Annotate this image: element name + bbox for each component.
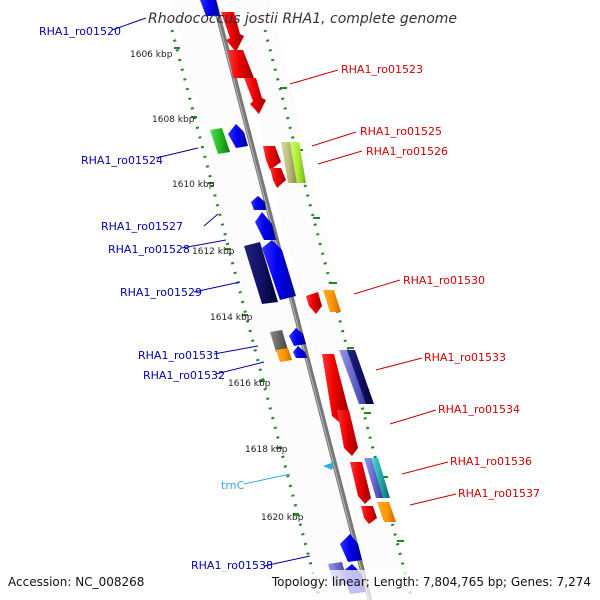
gene-label-ro01525[interactable]: RHA1_ro01525 <box>360 125 442 138</box>
gene-rect-ro01536-teal <box>371 458 390 498</box>
left-ruler-dots <box>170 29 322 600</box>
gene-arrow-ro01527 <box>251 196 266 210</box>
gene-arrow-top-red <box>221 12 244 52</box>
ruler-label: 1612 kbp <box>192 247 235 257</box>
gene-label-ro01524[interactable]: RHA1_ro01524 <box>81 154 163 167</box>
gene-arrow-ro01531 <box>289 328 306 346</box>
gene-arrow-ro01529 <box>262 240 296 300</box>
footer-accession: Accession: NC_008268 <box>8 575 144 589</box>
gene-arrow-ro01537 <box>361 506 377 524</box>
gene-arrow-ro01532 <box>293 346 307 358</box>
gene-rect-ro01537-orange <box>377 502 396 522</box>
trna-marker <box>323 462 334 470</box>
forward-strand-genes <box>221 12 396 524</box>
ruler-label: 1614 kbp <box>210 313 253 323</box>
gene-label-ro01538[interactable]: RHA1_ro01538 <box>191 559 273 572</box>
gene-label-ro01520[interactable]: RHA1_ro01520 <box>39 25 121 38</box>
gene-arrow-ro01538-a <box>340 534 362 562</box>
gene-arrow-ro01525-b <box>270 168 286 188</box>
gene-rect-ro01526-olive <box>281 142 297 183</box>
gene-rect-ro01532-orange <box>276 348 292 362</box>
gene-label-ro01526[interactable]: RHA1_ro01526 <box>366 145 448 158</box>
gene-label-ro01532[interactable]: RHA1_ro01532 <box>143 369 225 382</box>
gene-arrow-ro01536 <box>350 462 371 504</box>
gene-arrow-ro01525 <box>263 146 281 170</box>
genome-backbone-highlight <box>212 0 370 600</box>
gene-arrow-ro01523-a <box>228 50 254 78</box>
ruler-label: 1620 kbp <box>261 513 304 523</box>
gene-label-ro01533[interactable]: RHA1_ro01533 <box>424 351 506 364</box>
gene-arrow-ro01520 <box>200 0 220 16</box>
gene-label-ro01530[interactable]: RHA1_ro01530 <box>403 274 485 287</box>
gene-arrow-ro01528 <box>255 212 276 240</box>
ruler-labels: 1606 kbp 1608 kbp 1610 kbp 1612 kbp 1614… <box>130 50 304 523</box>
ruler-ticks <box>174 47 404 542</box>
gene-label-ro01536[interactable]: RHA1_ro01536 <box>450 455 532 468</box>
gene-arrow-ro01524 <box>228 124 248 148</box>
gene-label-ro01537[interactable]: RHA1_ro01537 <box>458 487 540 500</box>
gene-label-ro01527[interactable]: RHA1_ro01527 <box>101 220 183 233</box>
gene-rect-ro01526-lime <box>290 142 306 183</box>
map-title: Rhodococcus jostii RHA1, complete genome <box>148 11 457 27</box>
gene-rect-ro01533-navy <box>347 350 374 404</box>
gene-arrow-ro01530 <box>306 292 322 314</box>
leader-lines <box>111 17 457 567</box>
gene-label-ro01534[interactable]: RHA1_ro01534 <box>438 403 520 416</box>
genome-backbone <box>211 0 373 600</box>
gene-label-ro01523[interactable]: RHA1_ro01523 <box>341 63 423 76</box>
gene-rect-ro01536-purple <box>364 458 384 498</box>
footer-summary: Topology: linear; Length: 7,804,765 bp; … <box>271 575 591 589</box>
gene-arrow-ro01534 <box>337 410 358 456</box>
gene-rect-ro01530-orange <box>323 290 341 312</box>
ruler-label: 1610 kbp <box>172 180 215 190</box>
gene-rect-ro01524-green <box>210 128 230 154</box>
ruler-label: 1606 kbp <box>130 50 173 60</box>
gene-rect-ro01529-navy <box>244 242 278 304</box>
gene-label-ro01531[interactable]: RHA1_ro01531 <box>138 349 220 362</box>
gene-rect-ro01531-gray <box>270 330 288 352</box>
gene-labels: RHA1_ro01520 RHA1_ro01523 RHA1_ro01525 R… <box>39 25 540 572</box>
gene-label-trnC[interactable]: trnC <box>221 479 245 492</box>
gene-label-ro01528[interactable]: RHA1_ro01528 <box>108 243 190 256</box>
gene-label-ro01529[interactable]: RHA1_ro01529 <box>120 286 202 299</box>
ruler-label: 1608 kbp <box>152 115 195 125</box>
ruler-label: 1618 kbp <box>245 445 288 455</box>
gene-arrow-ro01523-b <box>244 78 266 114</box>
gene-rect-ro01533-purple <box>339 350 368 404</box>
footer-background <box>0 570 600 600</box>
gene-arrow-ro01533 <box>322 354 349 422</box>
ruler-label: 1616 kbp <box>228 379 271 389</box>
